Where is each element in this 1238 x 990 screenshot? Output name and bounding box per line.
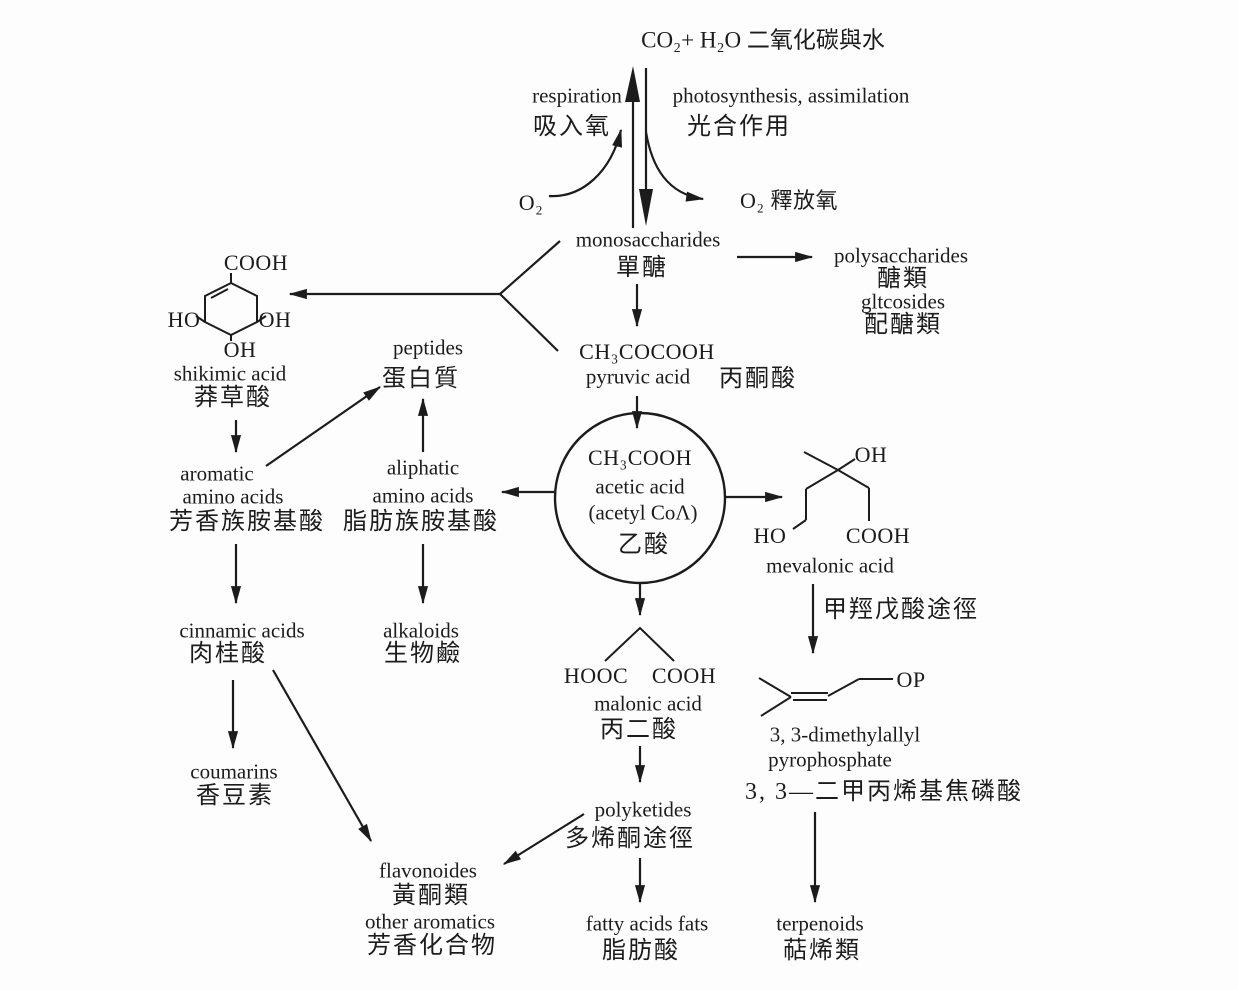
label-dmapp-2: pyrophosphate	[768, 747, 892, 772]
label-aliphatic-2: amino acids	[372, 483, 474, 508]
malonic-bonds	[604, 626, 675, 662]
label-aromatic-2: amino acids	[182, 484, 284, 509]
label-glycosides-zh: 配醣類	[864, 311, 942, 338]
label-other-aromatics-zh: 芳香化合物	[367, 932, 497, 959]
label-flavonoides: flavonoides	[379, 858, 477, 883]
mevalonic-acid-structure	[792, 451, 870, 530]
line-mono-junction	[499, 240, 561, 295]
arrow-aromatic-to-peptides	[265, 386, 382, 467]
label-aliphatic-1: aliphatic	[386, 455, 460, 480]
shikimic-ring	[204, 281, 258, 337]
label-shikimic-zh: 莽草酸	[194, 384, 272, 411]
shikimic-acid-structure	[195, 273, 267, 341]
arrow-o2-uptake	[548, 128, 623, 198]
bond-oh	[837, 458, 856, 471]
label-polyketides-zh: 多烯酮途徑	[565, 825, 695, 852]
shikimic-double-bond	[210, 288, 229, 299]
label-monosaccharides: monosaccharides	[575, 227, 721, 252]
label-aromatic-zh: 芳香族胺基酸	[169, 508, 325, 535]
label-acetic-formula: CH₃COOH	[587, 444, 693, 470]
label-mevalonic-oh: OH	[854, 441, 888, 467]
label-coumarins: coumarins	[190, 759, 278, 784]
label-respiration-zh: 吸入氧	[533, 113, 611, 140]
arrow-polyketides-to-flavonoides	[502, 813, 585, 865]
acetic-acid-circle	[553, 411, 727, 585]
arrow-network	[227, 66, 821, 904]
label-acetic-acid: acetic acid	[595, 474, 685, 499]
label-terpenoids-zh: 萜烯類	[783, 937, 861, 964]
label-polysaccharides-zh: 醣類	[877, 265, 929, 292]
label-mevalonate-pathway-zh: 甲羥戊酸途徑	[823, 596, 979, 623]
label-acetic-zh: 乙酸	[618, 531, 670, 558]
label-polyketides: polyketides	[594, 797, 692, 822]
label-monosaccharides-zh: 單醣	[616, 254, 668, 281]
label-terpenoids: terpenoids	[776, 911, 864, 936]
bond-ch2	[827, 678, 860, 697]
label-photosynthesis-zh: 光合作用	[687, 113, 791, 140]
label-malonic-hooc: HOOC	[563, 662, 629, 688]
bond-left3	[792, 519, 807, 530]
label-cinnamic-zh: 肉桂酸	[189, 640, 267, 667]
line-junction-to-pyruvic	[499, 293, 559, 352]
bond-methyl-1	[758, 677, 792, 698]
label-dmapp-1: 3, 3-dimethylallyl	[769, 722, 921, 747]
label-pyruvic-formula: CH₃COCOOH	[579, 338, 715, 364]
bond-left1	[805, 469, 839, 490]
malonic-acid-structure	[604, 626, 675, 662]
bond-oh-right	[256, 315, 267, 323]
label-flavonoides-zh: 黃酮類	[392, 882, 470, 909]
label-fatty-acids: fatty acids fats	[585, 911, 709, 936]
label-malonic-zh: 丙二酸	[600, 716, 678, 743]
label-acetyl-coa: (acetyl CoΛ)	[588, 500, 698, 525]
label-aromatic-1: aromatic	[180, 461, 254, 486]
label-other-aromatics: other aromatics	[364, 909, 496, 934]
label-o2-uptake: O₂	[518, 189, 544, 215]
arrow-o2-release	[644, 131, 705, 202]
bond-ho	[195, 315, 206, 323]
label-mevalonic-cooh: COOH	[845, 522, 911, 548]
label-dmapp-zh: 3, 3—二甲丙烯基焦磷酸	[745, 778, 1023, 805]
label-pyruvic-acid: pyruvic acid	[585, 364, 691, 389]
arrowhead-respiration	[625, 66, 640, 102]
label-respiration: respiration	[532, 83, 622, 108]
bond-methyl	[803, 451, 839, 471]
dmapp-structure	[758, 677, 893, 717]
label-shikimic-cooh: COOH	[223, 249, 289, 275]
arrowhead-photosynthesis	[639, 189, 653, 226]
label-mevalonic-acid: mevalonic acid	[766, 553, 894, 578]
label-cinnamic-acids: cinnamic acids	[179, 618, 305, 643]
bond-methyl-2	[760, 696, 792, 717]
label-peptides: peptides	[393, 335, 463, 360]
label-malonic-cooh: COOH	[651, 662, 717, 688]
label-shikimic-oh-right: OH	[258, 306, 292, 332]
label-aliphatic-zh: 脂肪族胺基酸	[343, 508, 499, 535]
label-malonic-acid: malonic acid	[594, 691, 702, 716]
label-co2-h2o: CO₂+ H₂O 二氧化碳與水	[641, 27, 885, 53]
label-glycosides: gltcosides	[861, 289, 945, 314]
label-pyruvic-zh: 丙酮酸	[719, 365, 797, 392]
label-alkaloids: alkaloids	[383, 618, 459, 643]
label-shikimic-ho: HO	[167, 306, 201, 332]
bond-right1	[837, 469, 870, 489]
label-o2-release: O₂ 釋放氧	[739, 187, 839, 213]
label-polysaccharides: polysaccharides	[833, 243, 969, 268]
arrow-cinnamic-to-flavonoides	[272, 669, 372, 843]
label-mevalonic-ho: HO	[753, 522, 787, 548]
label-photosynthesis: photosynthesis, assimilation	[672, 83, 910, 108]
label-op: OP	[896, 666, 926, 692]
label-shikimic-acid: shikimic acid	[173, 361, 287, 386]
label-shikimic-oh-bottom: OH	[223, 336, 257, 362]
label-fatty-zh: 脂肪酸	[602, 937, 680, 964]
label-alkaloids-zh: 生物鹼	[384, 640, 462, 667]
label-coumarins-zh: 香豆素	[196, 782, 274, 809]
label-peptides-zh: 蛋白質	[382, 365, 460, 392]
